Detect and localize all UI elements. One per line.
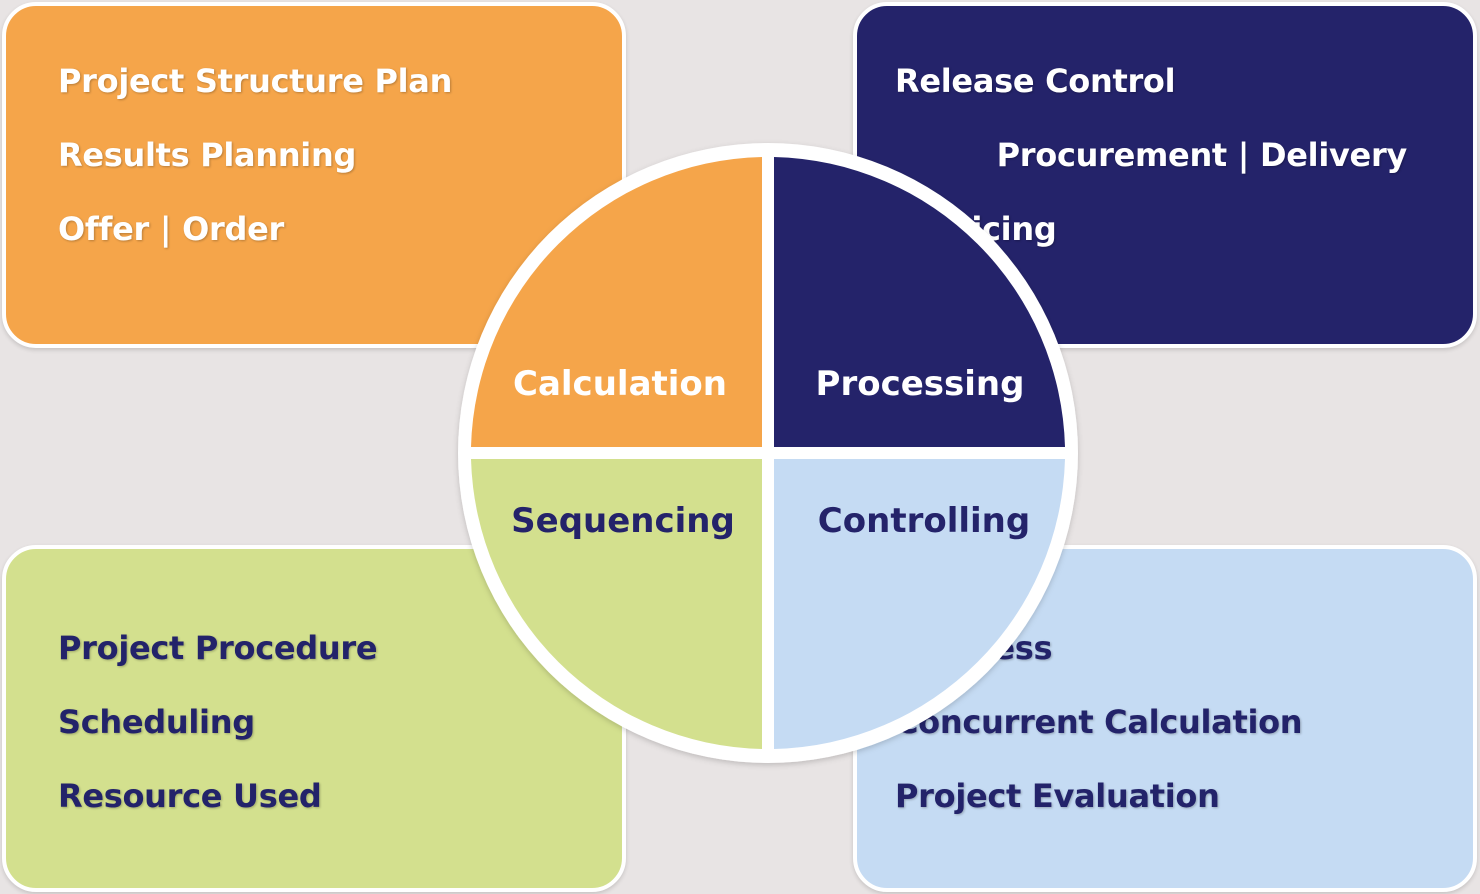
quadrant-processing-label: Processing [816,364,1025,404]
sequencing-item: Resource Used [58,777,322,815]
sequencing-item: Project Procedure [58,629,378,667]
quadrant-controlling-label: Controlling [818,501,1030,541]
calculation-item: Project Structure Plan [58,62,453,100]
sequencing-item: Scheduling [58,703,255,741]
calculation-item: Results Planning [58,136,357,174]
quadrant-controlling-shape [774,459,1065,749]
quadrant-sequencing-shape [471,459,762,749]
panel-calculation-details: Project Structure Plan Results Planning … [2,2,626,348]
calculation-item: Offer | Order [58,210,284,248]
processing-item: Procurement | Delivery [996,136,1408,174]
controlling-item: Concurrent Calculation [895,703,1303,741]
quadrant-calculation-shape [471,157,762,447]
quadrant-sequencing-label: Sequencing [511,501,735,541]
quadrant-processing-shape [774,157,1065,447]
processing-item: Release Control [895,62,1176,100]
wheel-outline [458,143,1078,763]
quadrant-calculation-label: Calculation [513,364,727,404]
controlling-item: Project Evaluation [895,777,1220,815]
